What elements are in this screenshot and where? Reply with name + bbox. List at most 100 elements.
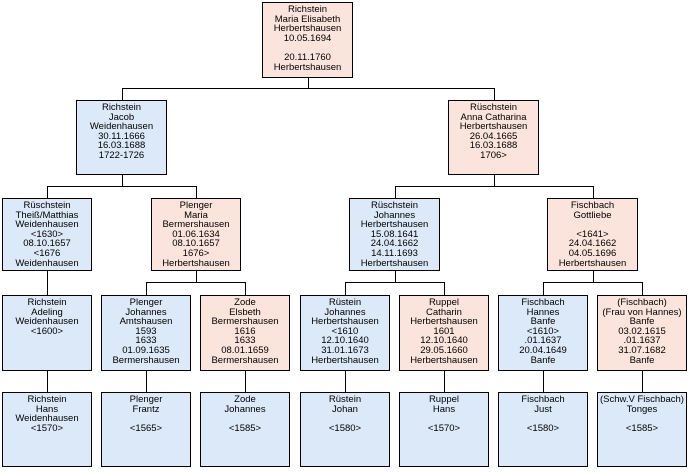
person-box-g5-7[interactable]: (Schw.V Fischbach)Tonges<1585> [597,392,687,467]
connector-line [47,271,48,295]
person-line: 26.04.1665 [469,130,518,142]
person-line: Maria Elisabeth [274,13,341,25]
person-line: <1600> [30,325,64,337]
person-line: 1633 [135,335,157,347]
person-line: <1570> [427,422,461,434]
connector-line [146,282,246,283]
person-line: Just [534,403,552,415]
person-line: 24.04.1662 [568,238,617,250]
connector-line [196,271,197,282]
person-line: 01.06.1634 [172,228,220,240]
connector-line [642,282,643,295]
person-line: Rüschstein [470,102,517,113]
person-line: Theiß/Matthias [15,209,79,221]
person-line [400,433,488,443]
person-line: <1565> [129,422,163,434]
person-line: Weidenhausen [15,257,79,269]
person-line: 30.11.1666 [98,130,145,142]
person-line [102,433,190,443]
person-line: Herbertshausen [410,354,478,366]
person-line: Frantz [132,403,160,415]
connector-line [146,371,147,392]
connector-line [395,186,594,187]
person-line: 12.10.1640 [321,335,369,347]
person-line: Johannes [125,306,167,318]
connector-line [593,186,594,198]
person-line: Herbertshausen [360,219,429,231]
person-line: Ruppel [428,297,460,308]
person-line: 14.11.1693 [371,247,418,259]
person-line: Bermershausen [211,354,279,366]
person-line: Johannes [224,403,266,415]
person-line: 1593 [135,325,157,337]
person-line [400,453,488,463]
person-line: Richstein [101,102,142,113]
person-line: Johannes [373,209,416,221]
person-line: 10.05.1694 [283,32,332,44]
person-line: 1706> [480,149,507,161]
person-line: Bermershausen [211,316,279,328]
connector-line [122,88,123,100]
person-line: 01.09.1635 [122,344,170,356]
person-line: Herbertshausen [410,316,478,328]
person-line: Herbertshausen [558,257,627,269]
person-line: Weidenhausen [15,316,79,328]
person-line: 1676> [182,247,210,259]
person-line: Plenger [129,297,163,308]
person-line: Bermershausen [112,354,180,366]
person-line: Herbertshausen [273,23,342,35]
connector-line [494,88,495,100]
person-line: 29.05.1660 [420,344,468,356]
person-line: 12.10.1640 [420,335,468,347]
connector-line [395,186,396,198]
person-line: Herbertshausen [360,257,429,269]
person-line: (Fischbach) [617,297,667,308]
person-line: 31.07.1682 [618,344,666,356]
connector-line [543,282,643,283]
connector-line [494,175,495,186]
person-line: 20.11.1760 [284,51,331,63]
person-line: Hannes [526,306,560,318]
person-line: Plenger [129,394,163,405]
person-line: Ruppel [428,394,460,405]
person-line: Rüstein [328,297,362,308]
connector-line [47,371,48,392]
person-line: Gottliebe [573,209,612,221]
connector-line [245,371,246,392]
person-line: Fischbach [521,394,565,405]
person-line: Richstein [27,297,67,308]
person-line [499,433,587,443]
person-line: 08.01.1659 [221,344,269,356]
person-line: <1610 [331,325,359,337]
person-line [77,161,166,171]
person-line: Herbertshausen [311,354,379,366]
person-line: Amtshausen [119,316,173,328]
person-line [201,453,289,463]
person-line: 15.08.1641 [370,228,419,240]
person-line: Maria [184,209,208,221]
person-line: (Frau von Hannes) [602,306,682,318]
connector-line [308,78,309,88]
person-line: 04.05.1696 [568,247,617,259]
person-line: Hans [432,403,456,415]
